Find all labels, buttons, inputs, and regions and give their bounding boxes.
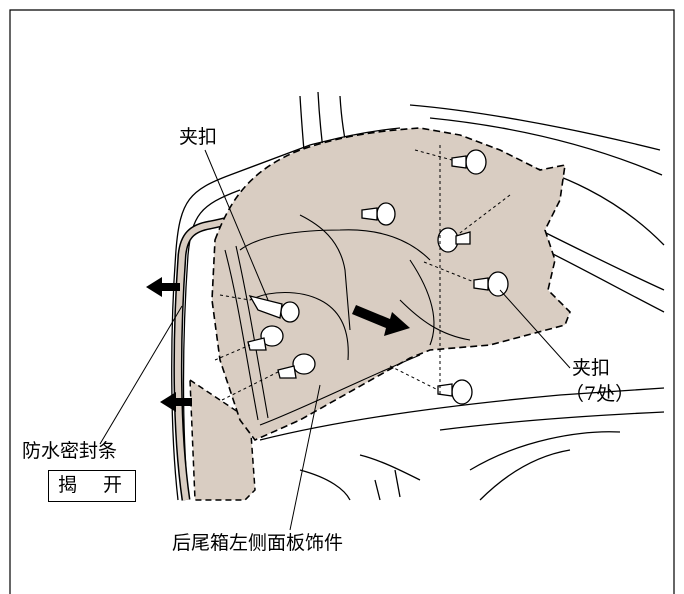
direction-arrows [146, 277, 410, 412]
label-clip-top: 夹扣 [179, 126, 218, 148]
arrow-left-upper [146, 277, 180, 297]
label-clip-count: （7处） [565, 383, 635, 405]
label-trim-panel: 后尾箱左侧面板饰件 [172, 532, 344, 554]
arrow-panel-out [352, 305, 410, 336]
clip-icons [247, 149, 509, 405]
label-clip-right: 夹扣 [572, 357, 611, 379]
clip-guide-lines [214, 145, 511, 401]
trim-panel [211, 127, 571, 441]
frame-border [9, 9, 675, 594]
leader-lines [99, 149, 571, 531]
arrow-left-lower [160, 392, 192, 412]
label-weatherstrip: 防水密封条 [22, 440, 118, 462]
label-detach-box: 揭 开 [48, 470, 136, 502]
trim-panel-contours [224, 214, 471, 426]
